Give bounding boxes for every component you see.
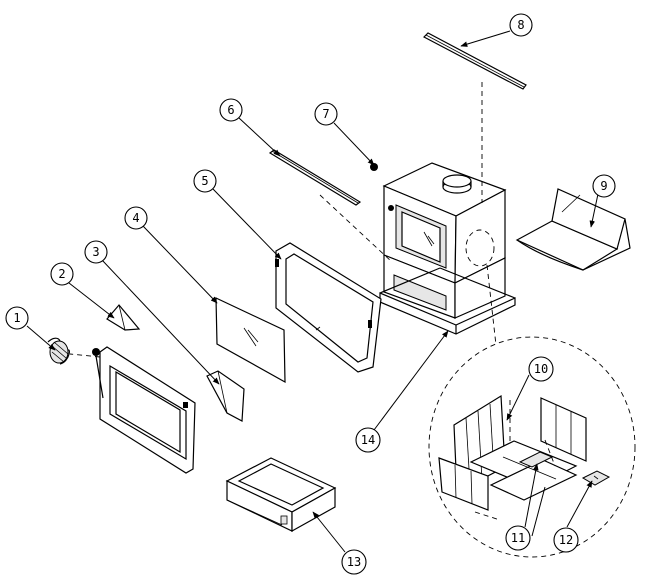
callout-11: 11	[505, 525, 531, 551]
callout-4-label: 4	[132, 211, 139, 225]
part-ash-drawer	[225, 457, 337, 533]
exploded-guide-lines	[69, 82, 497, 358]
callout-10: 10	[528, 356, 554, 382]
part-knob	[370, 163, 378, 171]
callout-1: 1	[5, 306, 29, 330]
callout-8: 8	[509, 13, 533, 37]
callout-11-label: 11	[511, 531, 525, 545]
part-wedge	[106, 304, 141, 331]
part-glass-panel	[215, 297, 286, 384]
callout-14-label: 14	[361, 433, 375, 447]
callout-2-label: 2	[58, 267, 65, 281]
callout-12: 12	[553, 527, 579, 553]
callout-1-label: 1	[13, 311, 20, 325]
callout-14: 14	[355, 427, 381, 453]
callout-4: 4	[124, 206, 148, 230]
leader-lines	[26, 30, 599, 553]
callout-6: 6	[219, 98, 243, 122]
part-rod-baffle	[268, 149, 362, 206]
part-glass-clip	[206, 370, 245, 422]
part-rod-top	[422, 32, 527, 90]
callout-10-label: 10	[534, 362, 548, 376]
part-gasket-frame	[275, 242, 382, 373]
part-door	[92, 346, 196, 474]
stove-body	[379, 162, 516, 335]
callout-9-label: 9	[600, 179, 607, 193]
callout-8-label: 8	[517, 18, 524, 32]
part-heat-shield	[515, 188, 631, 271]
callout-2: 2	[50, 262, 74, 286]
callout-5: 5	[193, 169, 217, 193]
callout-7-label: 7	[322, 107, 329, 121]
callout-12-label: 12	[559, 533, 573, 547]
callout-13-label: 13	[347, 555, 361, 569]
callout-7: 7	[314, 102, 338, 126]
callout-6-label: 6	[227, 103, 234, 117]
callout-5-label: 5	[201, 174, 208, 188]
callout-3-label: 3	[92, 245, 99, 259]
part-spring-handle	[47, 337, 70, 365]
callout-13: 13	[341, 549, 367, 575]
callout-9: 9	[592, 174, 616, 198]
callout-3: 3	[84, 240, 108, 264]
